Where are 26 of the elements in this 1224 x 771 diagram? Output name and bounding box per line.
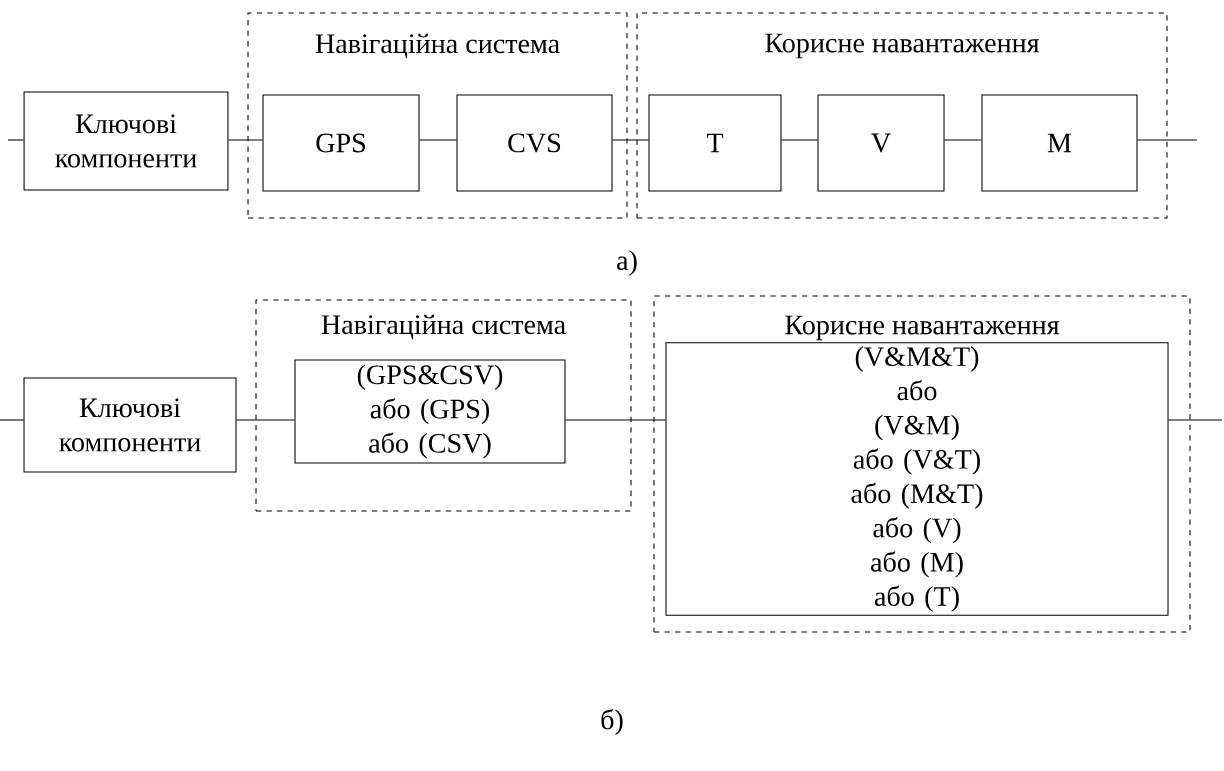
connector-line [7,139,25,141]
block-box: M [981,94,1138,192]
connector-line [1137,139,1198,141]
connector-line [0,419,24,421]
connector-line [612,139,649,141]
block-box: Ключові компоненти [23,91,229,191]
connector-line [227,139,263,141]
connector-line [565,419,666,421]
subfigure-label: а) [617,250,637,276]
subfigure-label: б) [601,708,623,736]
connector-line [236,419,295,421]
block-box: GPS [262,94,420,192]
connector-line [419,139,457,141]
block-box: (V&M&T) або (V&M) або (V&T) або (M&T) або (V) або (M) або (T) [665,342,1169,616]
block-box: V [817,94,945,192]
block-box: T [648,94,782,192]
block-box: (GPS&CSV) або (GPS) або (CSV) [294,359,566,464]
group-heading: Навігаційна система [315,33,560,59]
connector-line [1168,419,1223,421]
group-heading: Корисне навантаження [765,33,1040,59]
group-heading: Навігаційна система [321,314,566,340]
connector-line [944,139,982,141]
connector-line [781,139,818,141]
block-box: CVS [456,94,613,192]
block-box: Ключові компоненти [23,377,237,473]
group-heading: Корисне навантаження [785,315,1060,341]
